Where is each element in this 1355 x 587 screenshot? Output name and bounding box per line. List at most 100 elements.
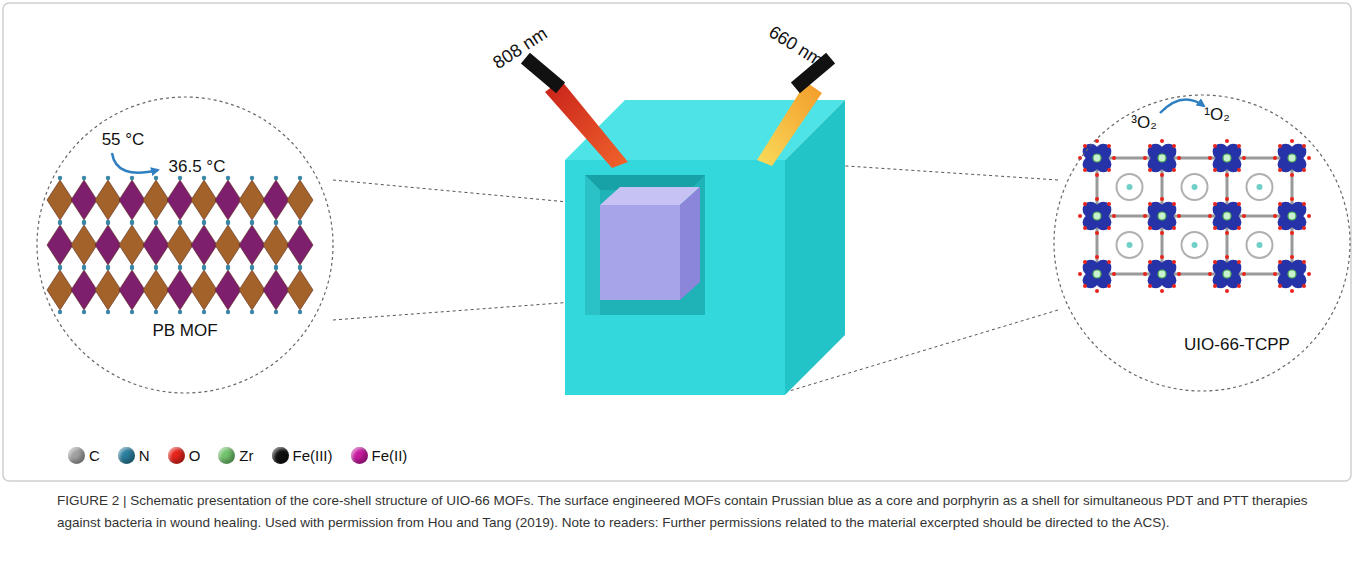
- atom: [250, 266, 254, 270]
- atom: [178, 221, 182, 225]
- atom: [1213, 144, 1217, 148]
- atom: [1307, 214, 1311, 218]
- oxygen-label: ³O₂: [1131, 113, 1156, 133]
- legend-text: C: [89, 446, 100, 466]
- atom: [1148, 168, 1152, 172]
- atom: [1257, 242, 1263, 248]
- atom: [274, 266, 278, 270]
- atom: [154, 310, 158, 314]
- atom: [298, 310, 302, 314]
- legend-text: Zr: [239, 446, 253, 466]
- atom: [1192, 184, 1198, 190]
- atom: [106, 176, 110, 180]
- dashed-circle-outline: [35, 95, 335, 395]
- atom: [58, 220, 62, 224]
- porphyrin: [1247, 174, 1273, 200]
- atom: [1127, 242, 1133, 248]
- atom: [1223, 154, 1231, 162]
- atom: [178, 176, 182, 180]
- octahedron: [239, 270, 265, 310]
- structure-label: UIO-66-TCPP: [1184, 335, 1290, 355]
- atom: [1107, 168, 1111, 172]
- legend-item: C: [68, 446, 100, 466]
- porphyrin: [1247, 232, 1273, 258]
- atom: [1237, 284, 1241, 288]
- atom: [154, 220, 158, 224]
- atom: [1172, 226, 1176, 230]
- figure-caption: FIGURE 2 | Schematic presentation of the…: [57, 490, 1312, 534]
- atom: [1225, 289, 1229, 293]
- atom-swatch: [68, 447, 85, 464]
- atom: [1177, 214, 1181, 218]
- atom: [1302, 284, 1306, 288]
- atom: [1213, 284, 1217, 288]
- octahedron: [263, 225, 289, 265]
- atom: [298, 220, 302, 224]
- atom: [250, 265, 254, 269]
- atom: [106, 266, 110, 270]
- atom: [1290, 289, 1294, 293]
- atom: [1213, 168, 1217, 172]
- atom: [202, 176, 206, 180]
- porphyrin: [1182, 174, 1208, 200]
- legend-item: Fe(II): [351, 446, 408, 466]
- octahedron: [215, 225, 241, 265]
- atom: [1273, 272, 1277, 276]
- atom: [58, 221, 62, 225]
- atom: [1278, 202, 1282, 206]
- atom: [1302, 168, 1306, 172]
- atom: [154, 265, 158, 269]
- atom: [274, 221, 278, 225]
- atom: [274, 176, 278, 180]
- atom: [1273, 156, 1277, 160]
- atom: [130, 266, 134, 270]
- atom: [154, 176, 158, 180]
- zoom-circle: ³O₂¹O₂UIO-66-TCPP: [1052, 93, 1352, 393]
- atom: [226, 176, 230, 180]
- atom: [1225, 173, 1229, 177]
- atom: [1148, 260, 1152, 264]
- octahedron: [287, 180, 313, 220]
- octahedron: [191, 225, 217, 265]
- atom: [298, 176, 302, 180]
- atom: [1112, 156, 1116, 160]
- atom: [1242, 214, 1246, 218]
- atom: [1237, 144, 1241, 148]
- atom: [130, 221, 134, 225]
- atom: [1148, 144, 1152, 148]
- atom: [1242, 272, 1246, 276]
- legend-item: O: [168, 446, 201, 466]
- atom: [1290, 255, 1294, 259]
- legend-text: Fe(II): [372, 446, 408, 466]
- atom-swatch: [351, 447, 368, 464]
- atom: [1208, 156, 1212, 160]
- atom: [1208, 272, 1212, 276]
- atom: [130, 310, 134, 314]
- atom: [1083, 168, 1087, 172]
- octahedron: [239, 180, 265, 220]
- octahedron: [95, 180, 121, 220]
- atom: [1093, 270, 1101, 278]
- porphyrin: [1117, 174, 1143, 200]
- octahedron: [167, 225, 193, 265]
- atom: [226, 220, 230, 224]
- atom: [1095, 173, 1099, 177]
- octahedron: [239, 225, 265, 265]
- wavelength-label: 660 nm: [765, 21, 828, 71]
- atom: [1242, 156, 1246, 160]
- atom: [1095, 289, 1099, 293]
- octahedron: [119, 225, 145, 265]
- atom: [106, 310, 110, 314]
- octahedron: [119, 270, 145, 310]
- octahedron: [191, 180, 217, 220]
- atom: [1208, 214, 1212, 218]
- atom: [1078, 272, 1082, 276]
- atom: [1302, 202, 1306, 206]
- atom: [82, 310, 86, 314]
- temperature-label: 36.5 °C: [169, 157, 226, 177]
- atom: [1288, 212, 1296, 220]
- octahedron: [47, 270, 73, 310]
- legend-text: O: [189, 446, 201, 466]
- octahedron: [71, 270, 97, 310]
- octahedron: [167, 180, 193, 220]
